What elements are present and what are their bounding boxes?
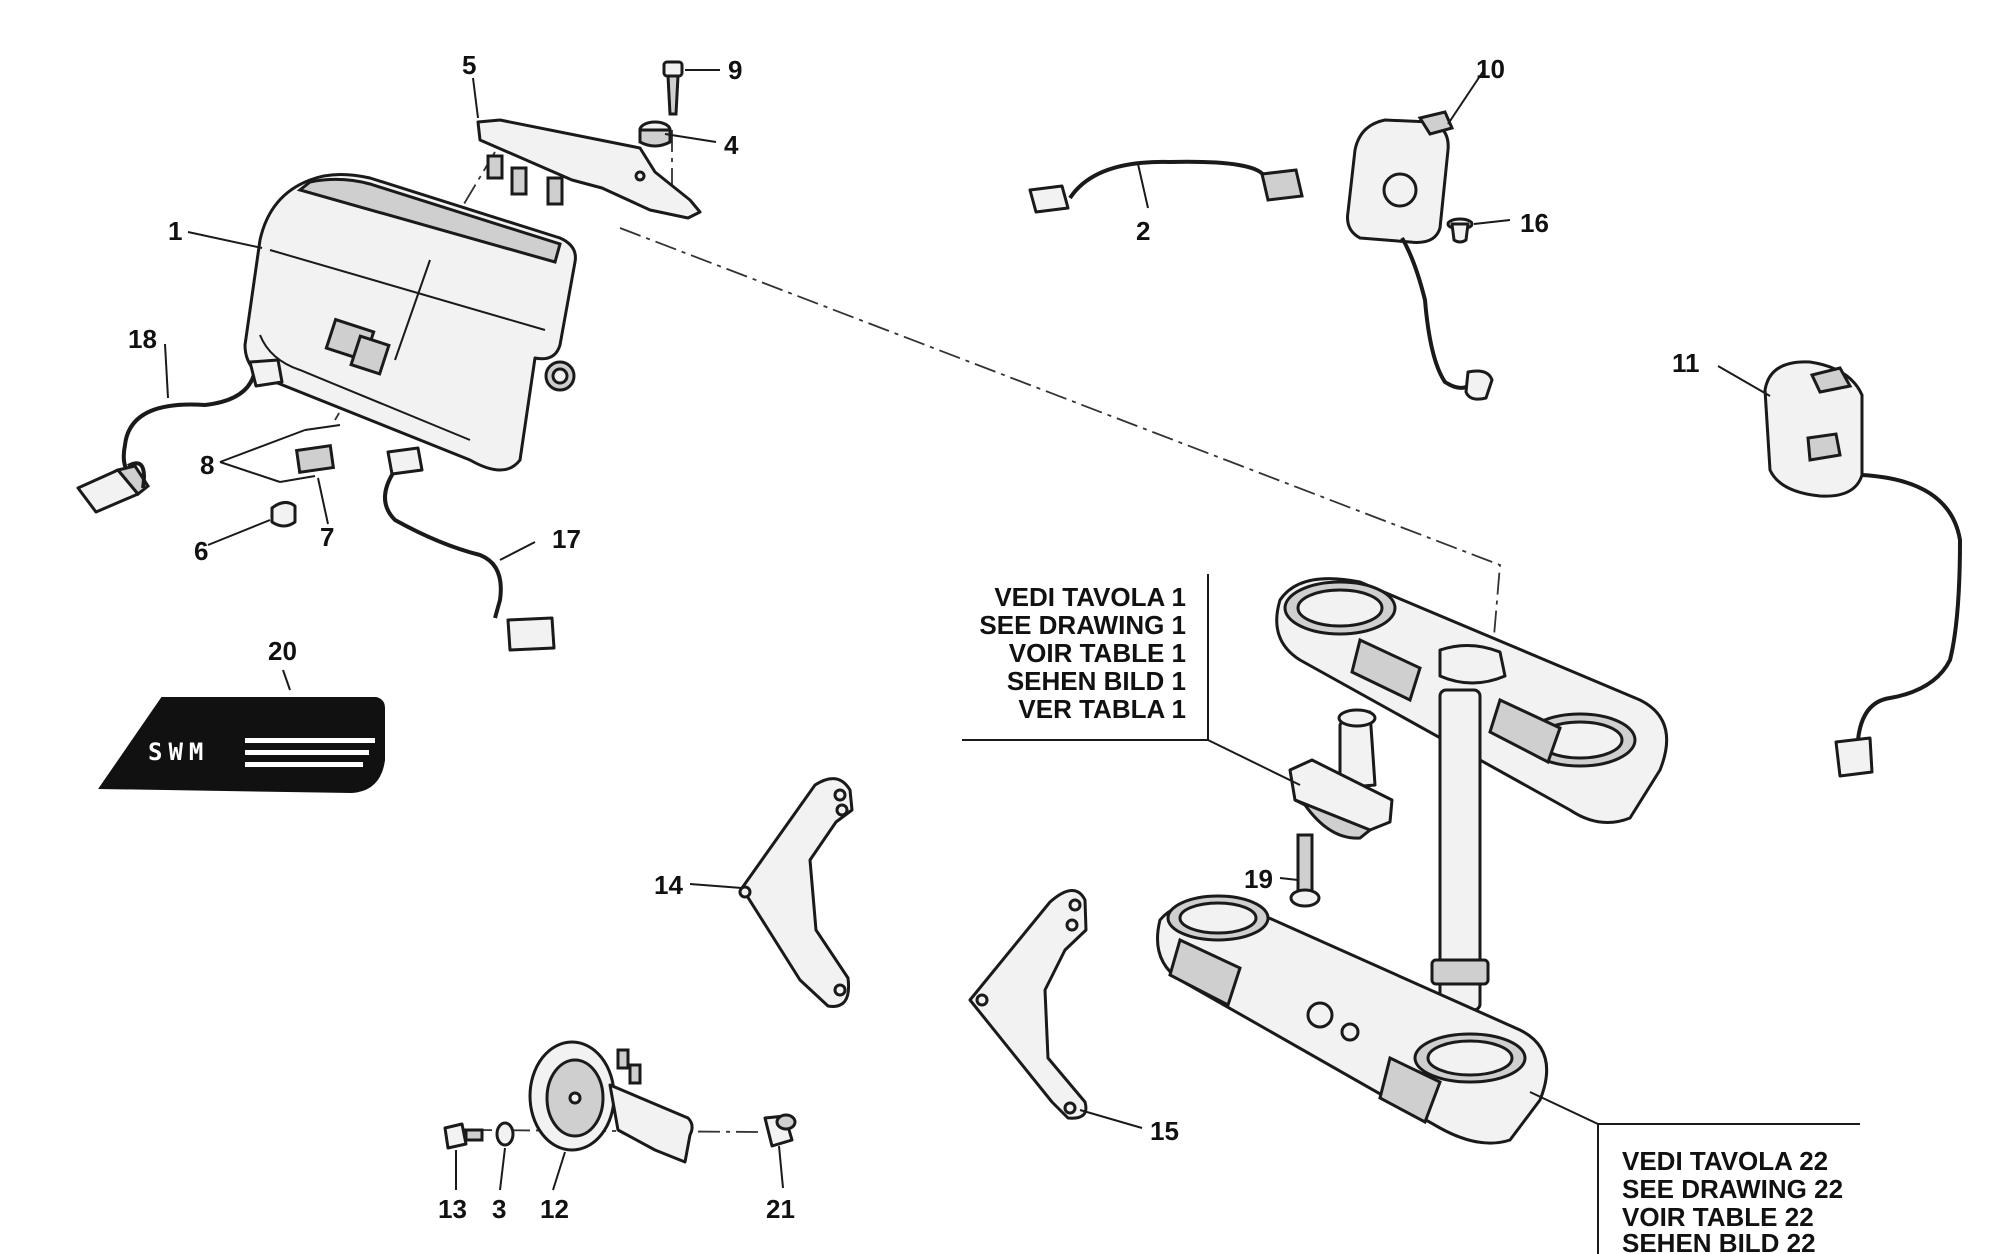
- decal-logo-text: SWM: [148, 738, 209, 766]
- callout-11: 11: [1672, 348, 1700, 378]
- handlebar-switch-10: [1346, 110, 1494, 401]
- assembly-dash-line: [619, 227, 1501, 661]
- bracket-15: [968, 889, 1088, 1120]
- callout-16: 16: [1520, 208, 1549, 238]
- mounting-bracket-5: [476, 118, 702, 220]
- note-22-line-2: SEE DRAWING 22: [1622, 1174, 1843, 1204]
- callout-13: 13: [438, 1194, 467, 1224]
- horn-12: [528, 1040, 694, 1164]
- note-22-line-1: VEDI TAVOLA 22: [1622, 1146, 1828, 1176]
- callout-6: 6: [194, 536, 208, 566]
- callout-10: 10: [1476, 54, 1505, 84]
- ignition-lock: [1288, 708, 1394, 840]
- note-22-line-3: VOIR TABLE 22: [1622, 1202, 1814, 1232]
- callout-14: 14: [654, 870, 683, 900]
- swm-decal-20: SWM: [98, 697, 385, 794]
- bolt-13: [443, 1122, 484, 1150]
- screw-9: [662, 60, 684, 116]
- callout-12: 12: [540, 1194, 569, 1224]
- pin-16: [1446, 217, 1474, 244]
- note-1-line-2: SEE DRAWING 1: [979, 610, 1186, 640]
- rubber-parts-6-7-8: [270, 424, 341, 528]
- callout-3: 3: [492, 1194, 506, 1224]
- callout-17: 17: [552, 524, 581, 554]
- callout-18: 18: [128, 324, 157, 354]
- steering-stem: [1430, 688, 1490, 1012]
- lower-triple-clamp: [1156, 894, 1549, 1145]
- note-22-line-4: SEHEN BILD 22: [1622, 1228, 1816, 1254]
- bolt-19: [1289, 833, 1321, 908]
- note-1-line-1: VEDI TAVOLA 1: [994, 582, 1186, 612]
- callout-1: 1: [168, 216, 182, 246]
- callout-5: 5: [462, 50, 476, 80]
- bracket-14: [738, 777, 854, 1008]
- handlebar-switch-11: [1763, 360, 1963, 778]
- callout-19: 19: [1244, 864, 1273, 894]
- cable-2: [1028, 159, 1304, 214]
- wire-harness-17: [383, 446, 556, 652]
- assembly-dash-line-4: [469, 1129, 761, 1133]
- callout-20: 20: [268, 636, 297, 666]
- spacer-21: [763, 1113, 797, 1148]
- callout-15: 15: [1150, 1116, 1179, 1146]
- callout-labels: 1 5 9 4 2 10 16 11 18 17 8 6 7 20 14 15 …: [128, 50, 1700, 1224]
- note-see-drawing-1: VEDI TAVOLA 1 SEE DRAWING 1 VOIR TABLE 1…: [979, 582, 1186, 724]
- washer-3: [495, 1121, 515, 1147]
- leader-lines: [164, 69, 1860, 1254]
- callout-4: 4: [724, 130, 739, 160]
- callout-9: 9: [728, 55, 742, 85]
- note-1-line-3: VOIR TABLE 1: [1009, 638, 1186, 668]
- grommet-4: [638, 120, 672, 148]
- callout-2: 2: [1136, 216, 1150, 246]
- callout-8: 8: [200, 450, 214, 480]
- decal-shape: [98, 697, 385, 794]
- note-1-line-5: VER TABLA 1: [1018, 694, 1186, 724]
- callout-21: 21: [766, 1194, 795, 1224]
- note-see-drawing-22: VEDI TAVOLA 22 SEE DRAWING 22 VOIR TABLE…: [1622, 1146, 1843, 1254]
- wire-harness-18: [76, 358, 284, 514]
- instrument-cluster: [243, 173, 577, 472]
- note-1-line-4: SEHEN BILD 1: [1007, 666, 1186, 696]
- callout-7: 7: [320, 522, 334, 552]
